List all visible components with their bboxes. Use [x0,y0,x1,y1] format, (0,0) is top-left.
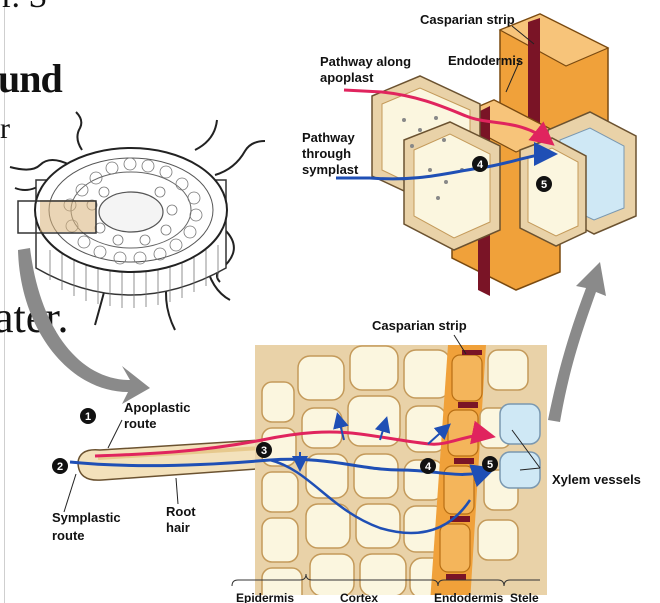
label-endodermis-top: Endodermis [448,53,523,68]
svg-text:5: 5 [541,179,547,191]
marker-4-top: 4 [472,156,488,172]
svg-text:1: 1 [85,411,91,423]
label-pathway-apoplast-2: apoplast [320,70,374,85]
region-label-epidermis: Epidermis [236,591,294,603]
marker-5: 5 [482,456,498,472]
region-label-stele: Stele [510,591,539,603]
root-cross-section [10,112,265,330]
svg-text:4: 4 [425,461,432,473]
label-pathway-symplast-3: symplast [302,162,359,177]
label-apoplastic-route-1: Apoplastic [124,400,190,415]
marker-4: 4 [420,458,436,474]
region-label-cortex: Cortex [340,591,378,603]
marker-2: 2 [52,458,68,474]
label-root-hair-2: hair [166,520,190,535]
root-hair-cell [78,440,270,480]
marker-5-top: 5 [536,176,552,192]
svg-text:2: 2 [57,461,63,473]
zoom-arrow-upper [548,262,606,422]
label-casparian-strip-bottom: Casparian strip [372,318,467,333]
marker-3: 3 [256,442,272,458]
label-root-hair-1: Root [166,504,196,519]
label-symplastic-route-1: Symplastic [52,510,121,525]
lower-tissue-diagram [70,335,547,603]
label-symplastic-route-2: route [52,528,85,543]
label-apoplastic-route-2: route [124,416,157,431]
region-label-endodermis: Endodermis [434,591,504,603]
svg-text:5: 5 [487,459,493,471]
label-casparian-strip-top: Casparian strip [420,12,515,27]
label-pathway-apoplast-1: Pathway along [320,54,411,69]
label-pathway-symplast-2: through [302,146,351,161]
svg-text:3: 3 [261,445,267,457]
label-pathway-symplast-1: Pathway [302,130,356,145]
marker-1: 1 [80,408,96,424]
label-xylem-vessels: Xylem vessels [552,472,641,487]
svg-text:4: 4 [477,159,484,171]
